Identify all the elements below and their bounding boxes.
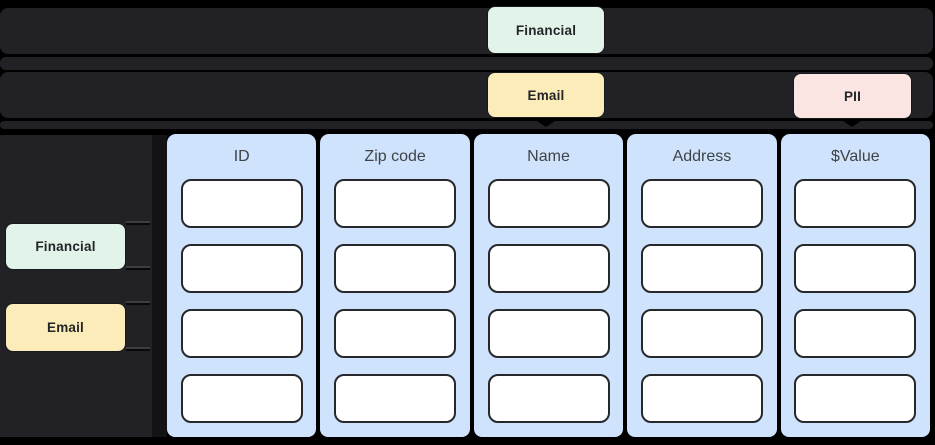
notch-under-email-tag (537, 121, 555, 127)
column-header: Zip code (364, 147, 426, 165)
data-table: ID Zip code Name Address $Value (167, 134, 931, 437)
top-row-financial (0, 8, 933, 54)
collapsed-row-2 (0, 121, 933, 129)
tag-pii-top[interactable]: PII (793, 73, 912, 119)
table-cell[interactable] (794, 179, 917, 228)
column-cells (627, 179, 776, 423)
column-cells (320, 179, 469, 423)
tag-shelf-edge (152, 135, 167, 437)
table-cell[interactable] (180, 374, 303, 423)
column-header: ID (233, 147, 250, 165)
shelf-row-line (126, 221, 150, 225)
notch-under-pii-tag (843, 121, 861, 127)
table-cell[interactable] (334, 244, 457, 293)
collapsed-row-1 (0, 57, 933, 70)
table-cell[interactable] (487, 309, 610, 358)
table-cell[interactable] (487, 374, 610, 423)
table-cell[interactable] (640, 309, 763, 358)
table-cell[interactable] (487, 244, 610, 293)
tag-financial-top[interactable]: Financial (487, 6, 605, 54)
table-column: $Value (780, 134, 931, 437)
tag-email-top[interactable]: Email (487, 72, 605, 118)
table-cell[interactable] (334, 309, 457, 358)
table-cell[interactable] (640, 179, 763, 228)
table-cell[interactable] (334, 179, 457, 228)
shelf-row-line (126, 266, 150, 270)
tag-shelf (0, 135, 152, 437)
table-cell[interactable] (180, 244, 303, 293)
table-cell[interactable] (794, 374, 917, 423)
shelf-row-line (126, 301, 150, 305)
column-cells (474, 179, 623, 423)
table-cell[interactable] (334, 374, 457, 423)
column-header: Name (527, 147, 570, 165)
table-column: Name (473, 134, 624, 437)
table-column: Address (627, 134, 777, 437)
shelf-row-line (126, 347, 150, 351)
column-header: $Value (831, 147, 880, 165)
table-cell[interactable] (640, 244, 763, 293)
column-cells (167, 179, 316, 423)
top-row-email-pii (0, 72, 933, 118)
column-cells (781, 179, 930, 423)
table-cell[interactable] (640, 374, 763, 423)
table-cell[interactable] (487, 179, 610, 228)
table-cell[interactable] (794, 309, 917, 358)
column-header: Address (672, 147, 732, 165)
table-cell[interactable] (180, 309, 303, 358)
table-column: ID (167, 134, 317, 437)
table-cell[interactable] (794, 244, 917, 293)
tag-email-shelf[interactable]: Email (5, 303, 126, 352)
table-column: Zip code (320, 134, 470, 437)
table-cell[interactable] (180, 179, 303, 228)
tag-financial-shelf[interactable]: Financial (5, 223, 126, 270)
